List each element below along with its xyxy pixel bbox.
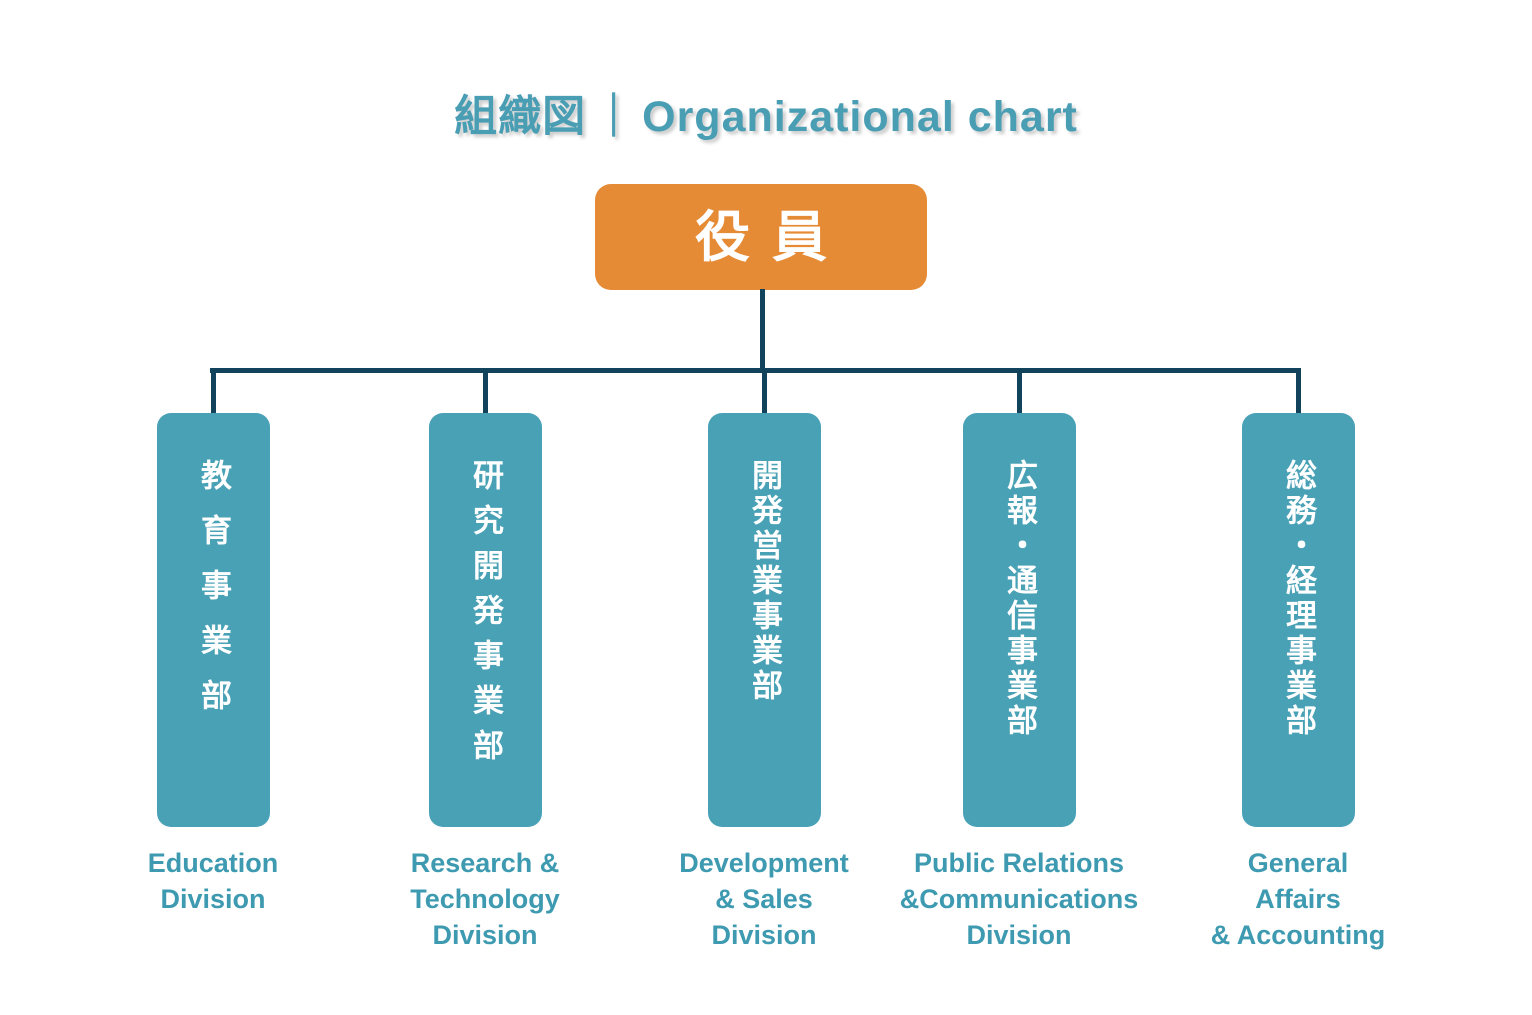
- en-label-line: General: [1247, 848, 1349, 878]
- en-label-line: Research &: [410, 848, 560, 878]
- root-node-executives: 役員: [595, 184, 927, 290]
- division-node-research: 研究開発事業部: [429, 413, 542, 827]
- en-label-line: Development: [679, 848, 849, 878]
- title-separator: ｜: [592, 93, 637, 141]
- connector-horizontal-bar: [210, 368, 1300, 373]
- page-title-en: Organizational chart: [642, 93, 1078, 141]
- division-node-label: 研究開発事業部: [468, 459, 503, 774]
- en-label-line: &Communications: [899, 884, 1139, 914]
- division-node-public-relations: 広報・通信事業部: [963, 413, 1076, 827]
- division-en-label-research: Research & Technology Division: [335, 845, 635, 953]
- en-label-line: & Sales: [715, 884, 813, 914]
- en-label-line: Division: [966, 920, 1072, 950]
- en-label-line: Affairs: [1255, 884, 1341, 914]
- division-en-label-general-affairs: General Affairs & Accounting: [1148, 845, 1448, 953]
- en-label-line: Technology: [410, 884, 560, 914]
- division-node-education: 教育事業部: [157, 413, 270, 827]
- connector-drop-public-relations: [1016, 368, 1022, 414]
- division-node-label: 開発営業事業部: [747, 459, 782, 704]
- en-label-line: Education: [147, 848, 279, 878]
- division-en-label-development: Development & Sales Division: [614, 845, 914, 953]
- connector-drop-education: [210, 368, 216, 414]
- page-title: 組織図｜Organizational chart: [0, 82, 1532, 144]
- division-node-label: 教育事業部: [196, 459, 231, 734]
- en-label-line: & Accounting: [1210, 920, 1386, 950]
- division-en-label-education: Education Division: [63, 845, 363, 917]
- connector-drop-general-affairs: [1295, 368, 1301, 414]
- en-label-line: Division: [432, 920, 538, 950]
- root-node-label: 役員: [694, 205, 849, 268]
- division-node-development: 開発営業事業部: [708, 413, 821, 827]
- division-node-general-affairs: 総務・経理事業部: [1242, 413, 1355, 827]
- division-node-label: 総務・経理事業部: [1281, 459, 1316, 739]
- division-en-label-public-relations: Public Relations &Communications Divisio…: [869, 845, 1169, 953]
- connector-drop-development: [761, 368, 767, 414]
- connector-stem: [760, 289, 765, 369]
- en-label-line: Division: [711, 920, 817, 950]
- en-label-line: Public Relations: [913, 848, 1125, 878]
- page-title-ja: 組織図: [454, 93, 587, 141]
- en-label-line: Division: [160, 884, 266, 914]
- division-node-label: 広報・通信事業部: [1002, 459, 1037, 739]
- connector-drop-research: [482, 368, 488, 414]
